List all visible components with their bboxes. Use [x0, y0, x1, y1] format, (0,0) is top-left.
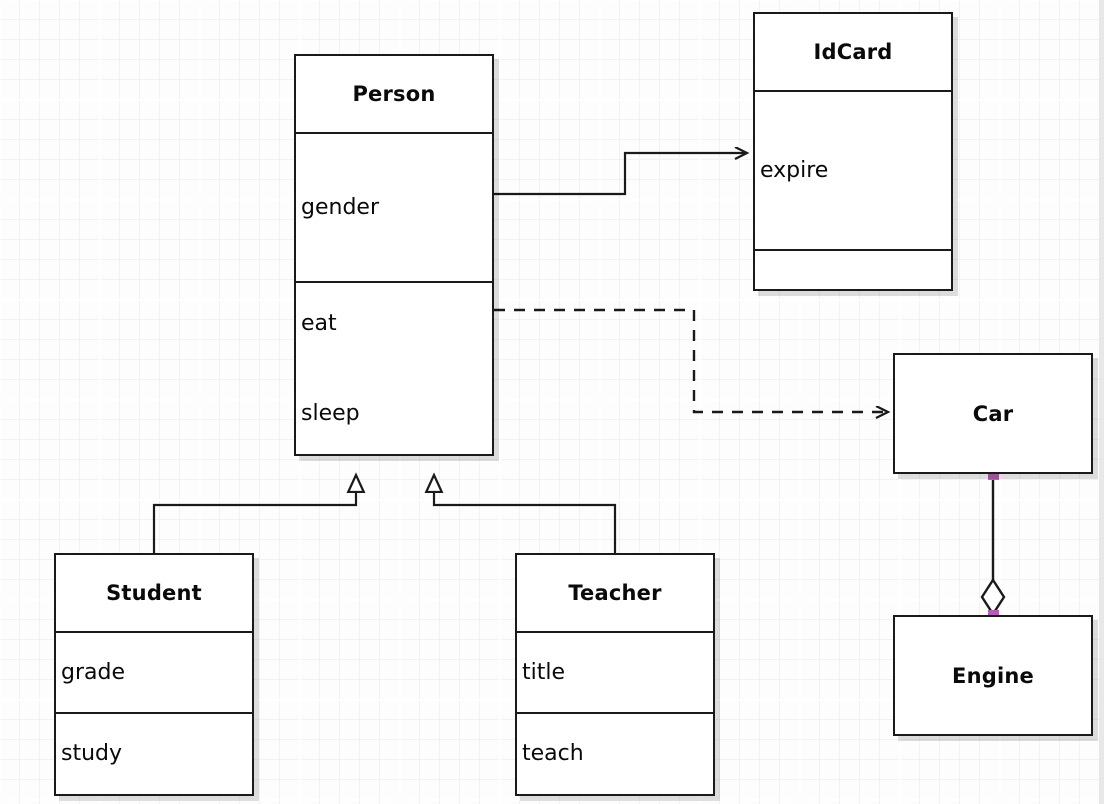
connector-teacher-person[interactable]: [434, 475, 617, 553]
class-idcard-name: IdCard: [813, 40, 893, 64]
class-teacher-name: Teacher: [568, 581, 662, 605]
class-person-method-list: walk eat sleep drive: [296, 283, 360, 454]
connector-person-car[interactable]: [494, 308, 888, 412]
class-car-name: Car: [972, 401, 1014, 426]
list-item: expire: [760, 157, 829, 183]
class-student-methods-compartment: study: [56, 712, 252, 794]
list-item: grade: [61, 659, 125, 685]
class-box-engine[interactable]: Engine: [893, 615, 1093, 736]
list-item: study: [61, 741, 123, 766]
class-box-car[interactable]: Car: [893, 353, 1093, 474]
list-item: name: [301, 132, 379, 133]
class-teacher-method-list: teach: [517, 714, 584, 794]
class-student-attributes-compartment: grade: [56, 631, 252, 712]
list-item: gender: [301, 194, 379, 220]
connector-car-engine[interactable]: [980, 474, 1006, 617]
class-teacher-title-compartment: Teacher: [517, 555, 713, 631]
list-item: title: [522, 659, 566, 685]
class-student-name: Student: [106, 581, 202, 605]
class-person-title-compartment: Person: [296, 56, 492, 132]
connector-student-person[interactable]: [152, 475, 356, 553]
class-idcard-methods-compartment: [755, 249, 951, 289]
class-engine-name: Engine: [952, 663, 1034, 688]
class-student-method-list: study: [56, 714, 123, 794]
list-item: sleep: [301, 400, 360, 426]
class-idcard-attributes-compartment: number expire police_station: [755, 90, 951, 249]
class-person-methods-compartment: walk eat sleep drive: [296, 281, 492, 454]
class-person-name: Person: [352, 82, 436, 106]
class-box-person[interactable]: Person name gender birth walk eat sleep …: [294, 54, 494, 456]
list-item: teach: [522, 741, 584, 766]
connector-handle-car-end[interactable]: [988, 469, 999, 480]
class-student-attribute-list: grade: [56, 633, 125, 712]
class-teacher-attribute-list: title: [517, 633, 578, 712]
class-student-title-compartment: Student: [56, 555, 252, 631]
list-item: eat: [301, 310, 337, 336]
class-person-attribute-list: name gender birth: [296, 132, 379, 281]
class-box-student[interactable]: Student grade study: [54, 553, 254, 796]
class-idcard-attribute-list: number expire police_station: [755, 92, 912, 250]
connector-person-idcard[interactable]: [494, 153, 747, 196]
class-engine-title-compartment: Engine: [895, 617, 1091, 734]
list-item: number: [760, 92, 912, 96]
class-teacher-methods-compartment: teach: [517, 712, 713, 794]
class-box-idcard[interactable]: IdCard number expire police_station: [753, 12, 953, 291]
list-item: police_station: [760, 246, 912, 250]
class-box-teacher[interactable]: Teacher title teach: [515, 553, 715, 796]
class-car-title-compartment: Car: [895, 355, 1091, 472]
class-teacher-attributes-compartment: title: [517, 631, 713, 712]
class-idcard-title-compartment: IdCard: [755, 14, 951, 90]
canvas-right-edge: [1099, 0, 1104, 804]
class-person-attributes-compartment: name gender birth: [296, 132, 492, 281]
